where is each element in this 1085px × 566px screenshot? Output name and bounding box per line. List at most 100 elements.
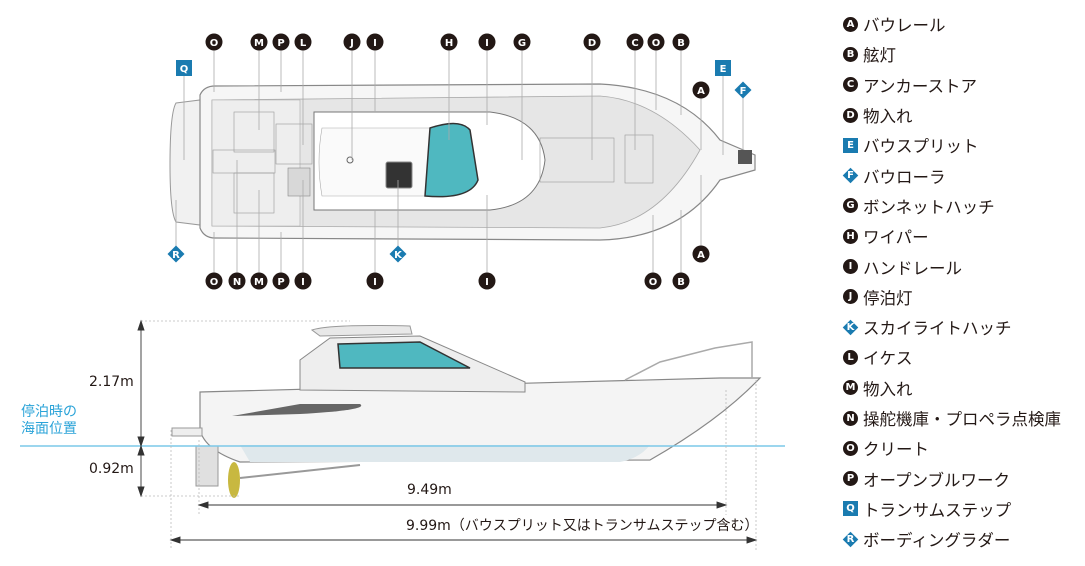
- marker-B: B: [672, 33, 690, 51]
- legend-label: トランサムステップ: [863, 500, 1012, 520]
- marker-I: I: [366, 33, 384, 51]
- top-view: O M P L J I H I G D C O B A E F Q O N M …: [167, 33, 756, 290]
- legend-item: P オープンブルワーク: [843, 463, 1061, 493]
- svg-text:I: I: [373, 38, 377, 49]
- draft-dimension: 0.92m: [89, 461, 134, 477]
- svg-text:O: O: [210, 38, 219, 49]
- badge-n-icon: N: [843, 410, 858, 426]
- legend-label: バウスプリット: [863, 137, 979, 157]
- legend-label: バウレール: [863, 16, 946, 36]
- legend-label: ワイパー: [863, 228, 929, 248]
- svg-text:B: B: [677, 277, 685, 288]
- legend-label: ボンネットハッチ: [863, 197, 995, 217]
- svg-text:O: O: [649, 277, 658, 288]
- svg-text:I: I: [485, 277, 489, 288]
- overall-length-dimension: 9.99m（バウスプリット又はトランサムステップ含む）: [406, 518, 759, 534]
- legend-label: イケス: [863, 349, 913, 369]
- svg-text:P: P: [277, 38, 284, 49]
- marker-N: N: [228, 272, 246, 290]
- marker-M: M: [250, 272, 268, 290]
- windshield: [424, 122, 479, 198]
- marker-J: J: [343, 33, 361, 51]
- side-view: [20, 319, 785, 550]
- legend-label: アンカーストア: [863, 76, 978, 96]
- waterline-label: 停泊時の 海面位置: [21, 404, 77, 438]
- marker-Q: Q: [176, 60, 192, 76]
- svg-text:L: L: [300, 38, 307, 49]
- svg-text:A: A: [697, 250, 705, 261]
- svg-text:K: K: [394, 250, 403, 261]
- transom-step: [171, 427, 203, 437]
- svg-text:I: I: [301, 277, 305, 288]
- svg-text:O: O: [210, 277, 219, 288]
- svg-text:I: I: [373, 277, 377, 288]
- badge-r-icon: R: [843, 532, 858, 547]
- marker-H: H: [440, 33, 458, 51]
- svg-text:F: F: [740, 86, 747, 97]
- svg-text:H: H: [445, 38, 453, 49]
- marker-K: K: [389, 245, 407, 263]
- marker-O: O: [205, 33, 223, 51]
- svg-text:M: M: [254, 277, 264, 288]
- swim-platform: [169, 99, 201, 226]
- marker-O: O: [647, 33, 665, 51]
- badge-c-icon: C: [843, 77, 858, 93]
- svg-text:G: G: [518, 38, 526, 49]
- marker-R: R: [167, 245, 185, 263]
- hardtop: [310, 325, 413, 337]
- legend-label: ハンドレール: [863, 258, 962, 278]
- hull-length-dimension: 9.49m: [407, 482, 452, 498]
- cockpit: [211, 99, 301, 227]
- marker-E: E: [715, 60, 731, 76]
- legend-item: C アンカーストア: [843, 70, 1061, 100]
- legend-label: オープンブルワーク: [863, 470, 1011, 490]
- badge-q-icon: Q: [843, 501, 858, 517]
- svg-text:M: M: [254, 38, 264, 49]
- marker-F: F: [734, 81, 752, 99]
- legend-item: D 物入れ: [843, 100, 1061, 130]
- cabin-roof: [318, 127, 431, 197]
- svg-text:N: N: [233, 277, 241, 288]
- legend-item: G ボンネットハッチ: [843, 191, 1061, 221]
- legend-label: 物入れ: [863, 107, 913, 127]
- svg-text:B: B: [677, 38, 685, 49]
- legend-label: バウローラ: [863, 167, 946, 187]
- badge-j-icon: J: [843, 289, 858, 305]
- legend-item: Q トランサムステップ: [843, 494, 1061, 524]
- cabin-windows: [337, 341, 471, 369]
- svg-text:J: J: [349, 38, 354, 49]
- badge-p-icon: P: [843, 471, 858, 487]
- marker-P: P: [272, 33, 290, 51]
- propeller: [228, 462, 240, 498]
- waterline-label-line2: 海面位置: [21, 421, 77, 437]
- svg-text:I: I: [485, 38, 489, 49]
- svg-text:R: R: [172, 250, 180, 261]
- legend-item: A バウレール: [843, 9, 1061, 39]
- badge-g-icon: G: [843, 198, 858, 214]
- marker-A: A: [692, 81, 710, 99]
- marker-O: O: [644, 272, 662, 290]
- marker-L: L: [294, 33, 312, 51]
- svg-text:E: E: [720, 64, 727, 75]
- svg-text:O: O: [652, 38, 661, 49]
- badge-d-icon: D: [843, 107, 858, 123]
- badge-a-icon: A: [843, 16, 858, 32]
- marker-B: B: [672, 272, 690, 290]
- marker-I: I: [366, 272, 384, 290]
- legend-label: 物入れ: [863, 379, 913, 399]
- marker-I: I: [478, 272, 496, 290]
- badge-i-icon: I: [843, 259, 858, 275]
- legend-item: I ハンドレール: [843, 251, 1061, 281]
- marker-P: P: [272, 272, 290, 290]
